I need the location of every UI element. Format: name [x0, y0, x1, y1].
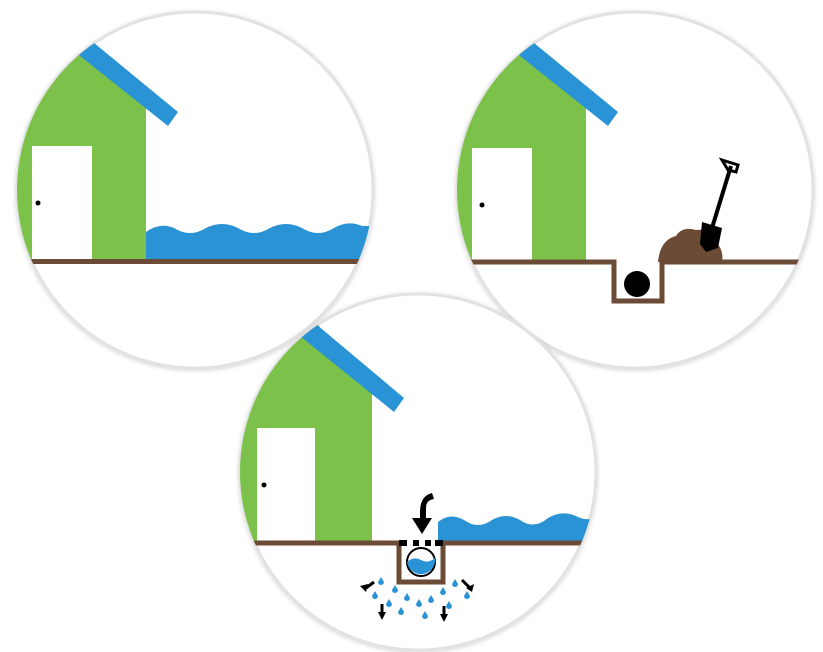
door-knob-icon	[36, 201, 41, 206]
water-filled-pipe-icon	[407, 548, 435, 576]
ground-line-icon	[0, 259, 400, 264]
door-knob-icon	[262, 483, 267, 488]
pipe-icon	[624, 271, 650, 297]
door-knob-icon	[480, 203, 485, 208]
door-icon	[32, 146, 92, 262]
